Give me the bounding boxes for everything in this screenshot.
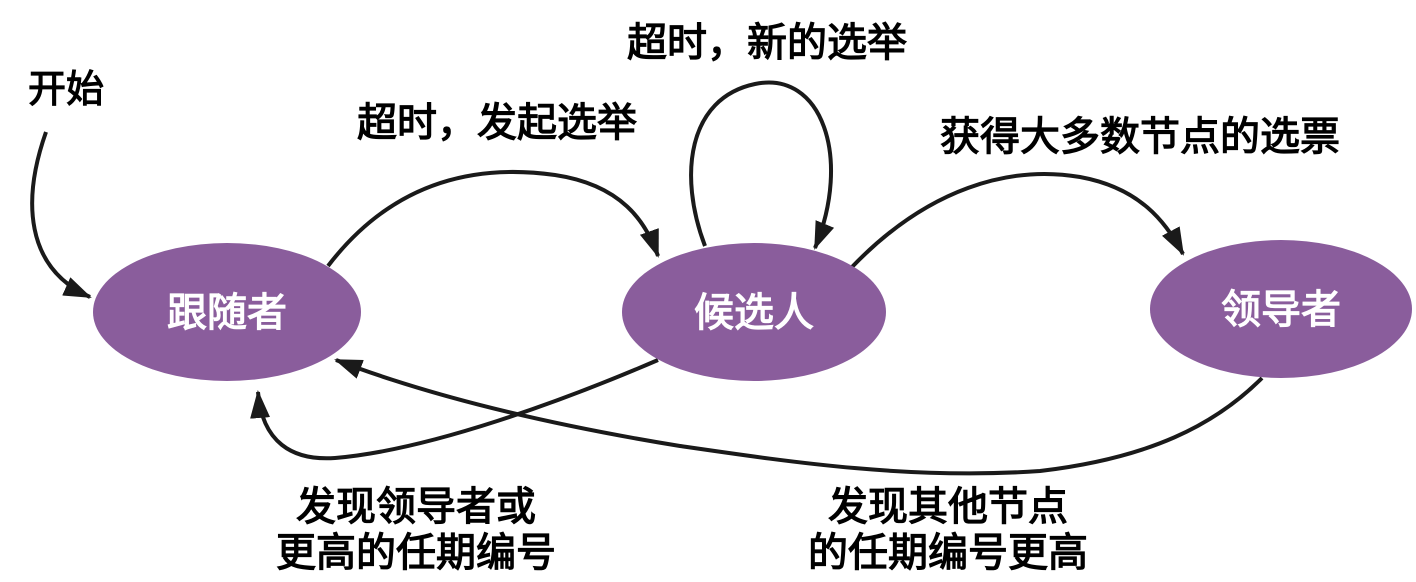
node-leader xyxy=(1150,240,1412,378)
edge-candidate-to-leader-arrow xyxy=(850,172,1185,269)
edge-candidate-self-loop-arrow xyxy=(689,80,835,250)
edge-start-label: 开始 xyxy=(28,69,104,111)
node-leader-label: 领导者 xyxy=(1221,288,1341,332)
node-candidate xyxy=(622,243,886,381)
edge-candidate-to-follower-label-line1: 发现领导者或 xyxy=(296,485,536,529)
edge-candidate-to-follower-arrow xyxy=(250,358,659,461)
edge-start-arrow xyxy=(30,131,92,299)
node-follower xyxy=(93,243,361,381)
node-candidate-label: 候选人 xyxy=(694,291,814,335)
edge-follower-to-candidate-arrow xyxy=(326,169,660,268)
edge-candidate-to-leader-label: 获得大多数节点的选票 xyxy=(940,115,1340,159)
edge-candidate-to-follower-label-line2: 更高的任期编号 xyxy=(276,531,556,575)
edge-follower-to-candidate-label: 超时，发起选举 xyxy=(357,101,638,145)
edge-candidate-self-loop-label: 超时，新的选举 xyxy=(627,21,908,65)
edge-leader-to-follower-arrow xyxy=(334,358,1264,476)
edge-leader-to-follower-label-line2: 的任期编号更高 xyxy=(808,531,1088,575)
edge-leader-to-follower-label-line1: 发现其他节点 xyxy=(828,485,1068,529)
node-follower-label: 跟随者 xyxy=(167,291,287,335)
